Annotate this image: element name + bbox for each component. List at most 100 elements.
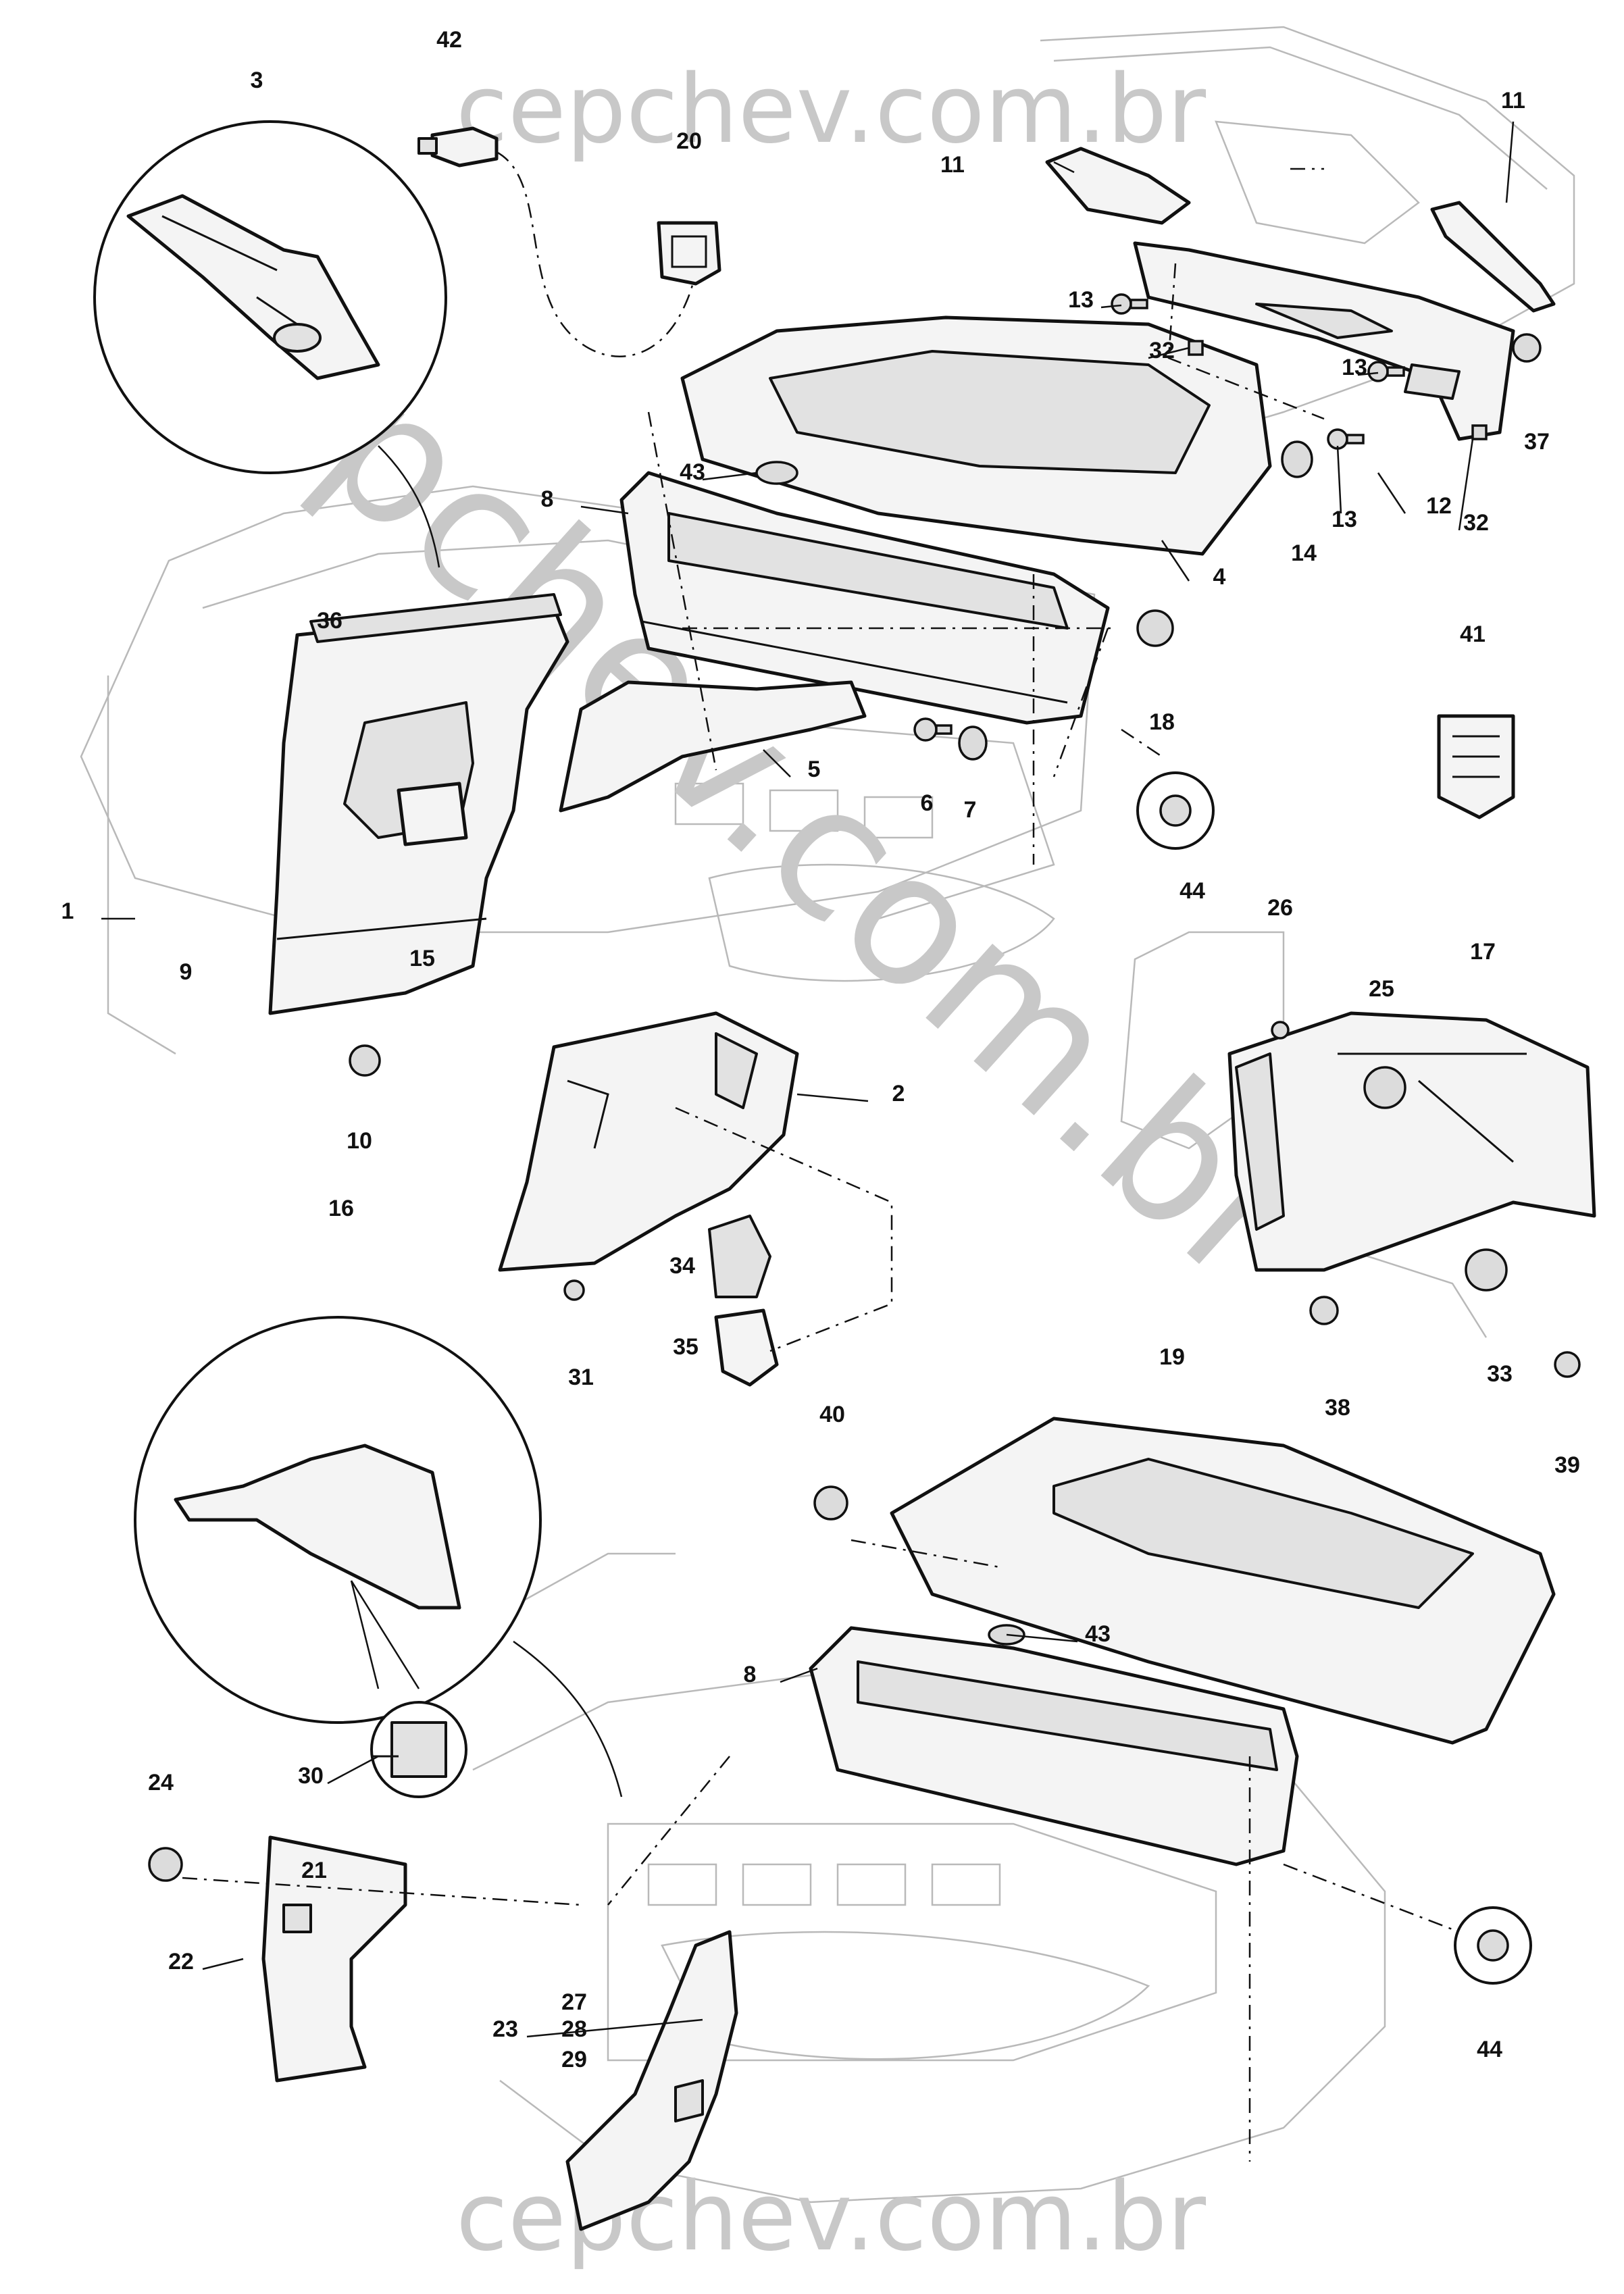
- detail-circle-3: [93, 120, 447, 568]
- clip-40: [813, 1485, 848, 1521]
- callout-43: 43: [680, 459, 705, 485]
- callout-11: 11: [940, 152, 965, 178]
- leader-line-8: [1100, 304, 1122, 309]
- detail-circle-16: [134, 1316, 623, 1798]
- callout-34: 34: [669, 1253, 695, 1279]
- clip-44-b: [1454, 1906, 1532, 1985]
- callout-3: 3: [251, 68, 263, 93]
- callout-40: 40: [819, 1402, 845, 1427]
- clip-33: [1465, 1248, 1508, 1292]
- callout-2: 2: [892, 1081, 905, 1106]
- callout-35: 35: [673, 1334, 699, 1360]
- assembly-lines: [182, 168, 1460, 2162]
- screw-31: [563, 1279, 585, 1301]
- trim-11-b: [1430, 201, 1556, 313]
- callout-11: 11: [1501, 88, 1525, 113]
- clip-44-a: [1136, 771, 1215, 850]
- callout-28: 28: [561, 2016, 587, 2042]
- vehicle-body-ghost-upper: [80, 26, 1575, 1338]
- plug-7: [958, 725, 988, 761]
- callout-12: 12: [1426, 493, 1452, 519]
- trim-11-a: [1045, 147, 1191, 225]
- callout-21: 21: [301, 1858, 327, 1883]
- leader-line-6: [1505, 121, 1515, 203]
- callout-14: 14: [1291, 540, 1317, 566]
- screw-6: [913, 717, 953, 742]
- fastener-13-c: [1327, 428, 1365, 450]
- module-41: [1437, 714, 1515, 819]
- leader-line-11: [1148, 347, 1190, 359]
- callout-4: 4: [1213, 564, 1226, 590]
- leader-line-18: [526, 2018, 703, 2038]
- leader-line-2: [327, 1755, 379, 1785]
- callout-43: 43: [1085, 1621, 1111, 1647]
- callout-13: 13: [1331, 507, 1357, 532]
- fastener-30: [370, 1701, 467, 1798]
- callout-24: 24: [148, 1770, 174, 1795]
- pad-32-a: [1188, 340, 1204, 356]
- clip-37: [1512, 333, 1542, 363]
- leader-line-9: [1357, 372, 1379, 376]
- leader-line-17: [202, 1958, 244, 1970]
- callout-1: 1: [61, 898, 74, 924]
- side-panel-1: [268, 593, 569, 1015]
- callout-30: 30: [298, 1763, 324, 1789]
- callout-10: 10: [347, 1128, 372, 1154]
- trunk-side-trim-2: [498, 1011, 799, 1272]
- rear-shelf-19: [890, 1417, 1556, 1745]
- leader-line-1: [796, 1093, 869, 1102]
- callout-9: 9: [180, 959, 193, 985]
- leader-line-10: [1336, 445, 1342, 514]
- leader-line-16: [780, 1667, 818, 1683]
- callout-20: 20: [676, 128, 702, 154]
- rear-panel-8-lower: [809, 1626, 1299, 1866]
- leader-line-15: [580, 505, 629, 515]
- pillar-trim-23: [565, 1930, 738, 2231]
- callout-36: 36: [317, 608, 342, 634]
- callout-31: 31: [568, 1365, 594, 1390]
- clip-25: [1363, 1066, 1406, 1109]
- plug-43-a: [755, 461, 798, 485]
- callout-8: 8: [541, 486, 554, 512]
- callout-26: 26: [1267, 895, 1293, 921]
- pad-32-b: [1471, 424, 1488, 440]
- callout-18: 18: [1149, 709, 1175, 735]
- clip-24: [148, 1847, 183, 1882]
- callout-32: 32: [1149, 338, 1175, 363]
- callout-13: 13: [1068, 287, 1094, 313]
- plug-14: [1281, 440, 1313, 478]
- callout-7: 7: [964, 797, 977, 823]
- rear-shelf-4: [680, 315, 1272, 556]
- callout-25: 25: [1369, 976, 1394, 1002]
- leader-line-7: [1377, 472, 1406, 514]
- callout-37: 37: [1524, 429, 1550, 455]
- callout-19: 19: [1159, 1344, 1185, 1370]
- callout-8: 8: [744, 1662, 757, 1687]
- clip-10: [349, 1044, 381, 1077]
- vehicle-body-ghost-lower: [472, 1552, 1386, 2203]
- callout-32: 32: [1463, 510, 1489, 536]
- clip-39: [1554, 1351, 1581, 1378]
- leader-line-13: [702, 471, 757, 481]
- leader-line-12: [1458, 438, 1474, 531]
- callout-5: 5: [808, 757, 821, 782]
- clip-26: [1271, 1021, 1290, 1040]
- cover-35: [714, 1308, 779, 1387]
- side-trim-17: [1227, 1011, 1596, 1272]
- callout-23: 23: [492, 2016, 518, 2042]
- fastener-13-a: [1111, 293, 1148, 315]
- callout-38: 38: [1325, 1395, 1350, 1421]
- callout-15: 15: [409, 946, 435, 971]
- leader-line-14: [1006, 1633, 1078, 1643]
- callout-44: 44: [1477, 2037, 1502, 2062]
- clip-18: [1136, 609, 1174, 647]
- callout-16: 16: [328, 1196, 354, 1221]
- watermark-bottom: cepchev.com.br: [456, 2162, 1207, 2272]
- callout-22: 22: [168, 1949, 194, 1974]
- leader-line-5: [1053, 161, 1075, 174]
- leader-line-3: [1161, 540, 1190, 582]
- callout-39: 39: [1554, 1452, 1580, 1478]
- leader-line-4: [763, 749, 791, 778]
- fastener-13-b: [1367, 361, 1405, 382]
